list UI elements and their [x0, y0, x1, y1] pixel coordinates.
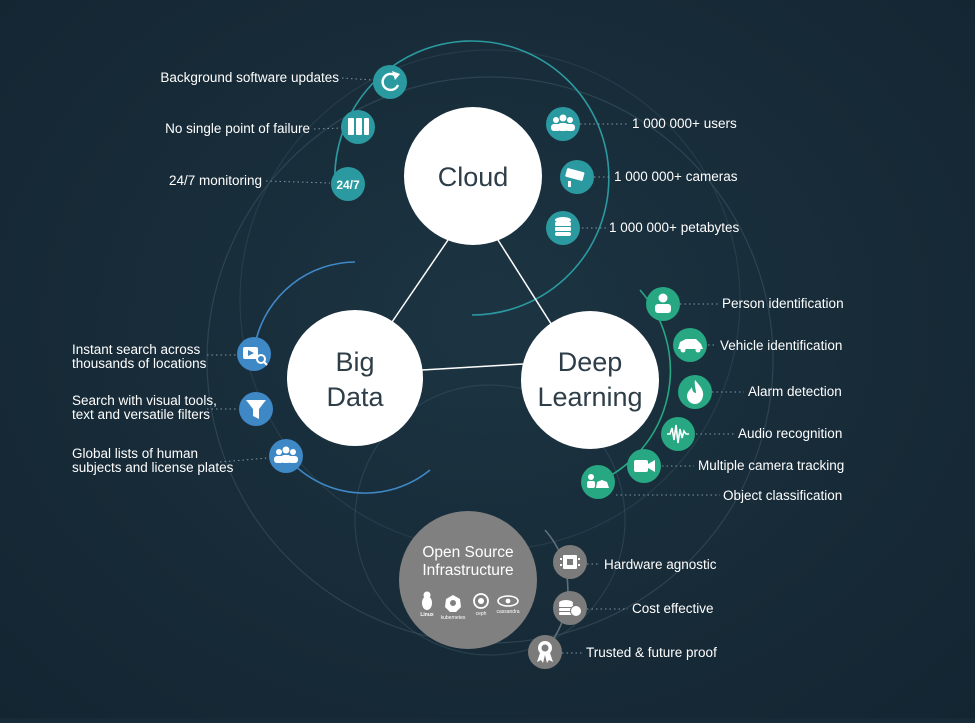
dl-node-tracking	[627, 449, 661, 483]
big-data-hub-label-2: Data	[326, 382, 384, 412]
camera-icon	[565, 168, 585, 187]
hub-connectors	[391, 239, 556, 371]
dl-node-person	[646, 287, 680, 321]
open-source-hub-label-2: Infrastructure	[422, 562, 513, 579]
big-data-feature-label-lists-1: Global lists of human	[72, 446, 198, 461]
cloud-orbit	[334, 40, 610, 316]
cloud-node-users	[546, 107, 580, 141]
infra-node-hardware	[553, 545, 587, 579]
cloud-hub: Cloud	[404, 107, 542, 245]
big-data-feature-label-filters-1: Search with visual tools,	[72, 393, 217, 408]
big-data-node-lists	[269, 439, 303, 473]
big-data-feature-label-lists-2: subjects and license plates	[72, 460, 234, 475]
infra-feature-label-hardware: Hardware agnostic	[604, 557, 717, 572]
logo-label-kubernetes: kubernetes	[441, 615, 466, 621]
linux-tux-icon: Linux	[420, 591, 434, 618]
logo-label-ceph: ceph	[476, 611, 487, 617]
person-car-icon	[587, 474, 609, 488]
kubernetes-icon: kubernetes	[441, 595, 466, 621]
person-icon	[655, 293, 671, 313]
infra-feature-label-trusted: Trusted & future proof	[586, 645, 717, 660]
dl-feature-label-audio: Audio recognition	[738, 426, 842, 441]
clock-247-icon: 24/7	[336, 178, 360, 192]
dl-feature-label-person: Person identification	[722, 296, 844, 311]
flame-icon	[687, 380, 704, 404]
users-icon	[551, 114, 575, 131]
deep-learning-hub-label-2: Learning	[537, 382, 642, 412]
users-icon	[274, 446, 298, 463]
cloud-hub-label: Cloud	[438, 162, 509, 192]
cloud-node-failover	[341, 110, 375, 144]
big-data-feature-label-search-1: Instant search across	[72, 342, 201, 357]
video-camera-icon	[634, 460, 655, 472]
dl-node-objects	[581, 465, 615, 499]
cloud-feature-label-users: 1 000 000+ users	[632, 116, 737, 131]
open-source-hub-label-1: Open Source	[422, 544, 513, 561]
orbit-rings	[255, 40, 672, 651]
award-icon	[537, 641, 553, 663]
video-search-icon	[243, 347, 268, 366]
cloud-node-cameras	[560, 160, 594, 194]
infra-feature-label-cost: Cost effective	[632, 601, 714, 616]
big-data-feature-label-filters-2: text and versatile filters	[72, 407, 210, 422]
dl-node-vehicle	[673, 328, 707, 362]
deep-learning-hub: Deep Learning	[521, 311, 659, 449]
cloud-feature-label-storage: 1 000 000+ petabytes	[609, 220, 739, 235]
filter-icon	[246, 400, 266, 419]
logo-label-linux: Linux	[420, 612, 434, 618]
waveform-icon	[667, 424, 689, 444]
dl-feature-label-vehicle: Vehicle identification	[720, 338, 842, 353]
cloud-feature-label-failover: No single point of failure	[165, 121, 310, 136]
big-data-hub-label-1: Big	[335, 347, 374, 377]
dl-feature-label-objects: Object classification	[723, 488, 842, 503]
big-data-feature-label-search-2: thousands of locations	[72, 356, 207, 371]
cloud-node-storage	[546, 211, 580, 245]
dl-feature-label-tracking: Multiple camera tracking	[698, 458, 844, 473]
cloud-node-updates	[373, 65, 407, 99]
ceph-icon: ceph	[473, 593, 489, 617]
refresh-icon	[381, 72, 400, 92]
infrastructure-orbit	[544, 529, 569, 651]
leader-lines	[207, 77, 744, 654]
database-icon	[555, 217, 571, 236]
cassandra-icon: cassandra	[496, 595, 520, 615]
cloud-feature-label-updates: Background software updates	[160, 70, 339, 85]
infra-node-trusted	[528, 635, 562, 669]
coins-icon	[559, 600, 582, 617]
cloud-feature-label-cameras: 1 000 000+ cameras	[614, 169, 738, 184]
chip-icon	[560, 555, 580, 569]
deep-learning-hub-label-1: Deep	[558, 347, 623, 377]
cloud-node-monitoring: 24/7	[331, 167, 365, 201]
car-icon	[678, 339, 703, 353]
big-data-node-search	[237, 337, 271, 371]
dl-feature-label-alarm: Alarm detection	[748, 384, 842, 399]
infra-node-cost	[553, 591, 587, 625]
servers-icon	[348, 118, 369, 135]
big-data-orbit	[255, 261, 431, 494]
big-data-hub: Big Data	[287, 310, 423, 446]
logo-label-cassandra: cassandra	[496, 609, 519, 615]
open-source-hub: Open Source Infrastructure Linux kuberne…	[399, 511, 537, 649]
dl-node-audio	[661, 417, 695, 451]
big-data-node-filters	[239, 392, 273, 426]
cloud-feature-label-monitoring: 24/7 monitoring	[169, 173, 262, 188]
dl-node-alarm	[678, 375, 712, 409]
